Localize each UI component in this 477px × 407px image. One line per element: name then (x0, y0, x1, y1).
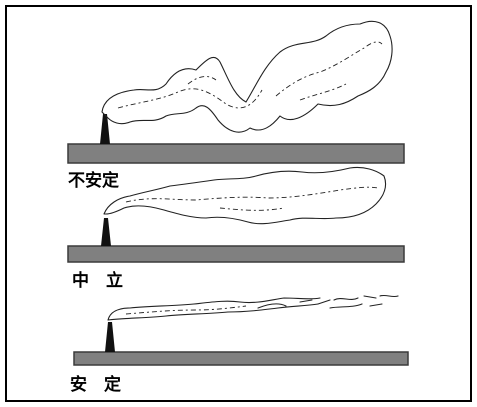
plume-neutral (103, 166, 387, 225)
plume-stable (107, 297, 321, 321)
label-stable: 安 定 (70, 375, 121, 395)
chimney-unstable (100, 114, 110, 144)
label-neutral: 中 立 (72, 271, 123, 291)
panel-unstable (67, 20, 405, 164)
label-unstable: 不安定 (68, 171, 119, 191)
ground-neutral (67, 245, 405, 263)
outer-frame (5, 5, 472, 402)
plume-unstable (101, 20, 393, 133)
ground-stable (73, 351, 409, 366)
ground-unstable (67, 143, 405, 164)
panel-neutral (67, 166, 405, 263)
chimney-neutral (101, 218, 111, 246)
chimney-stable (105, 322, 115, 352)
panel-stable (73, 294, 409, 366)
